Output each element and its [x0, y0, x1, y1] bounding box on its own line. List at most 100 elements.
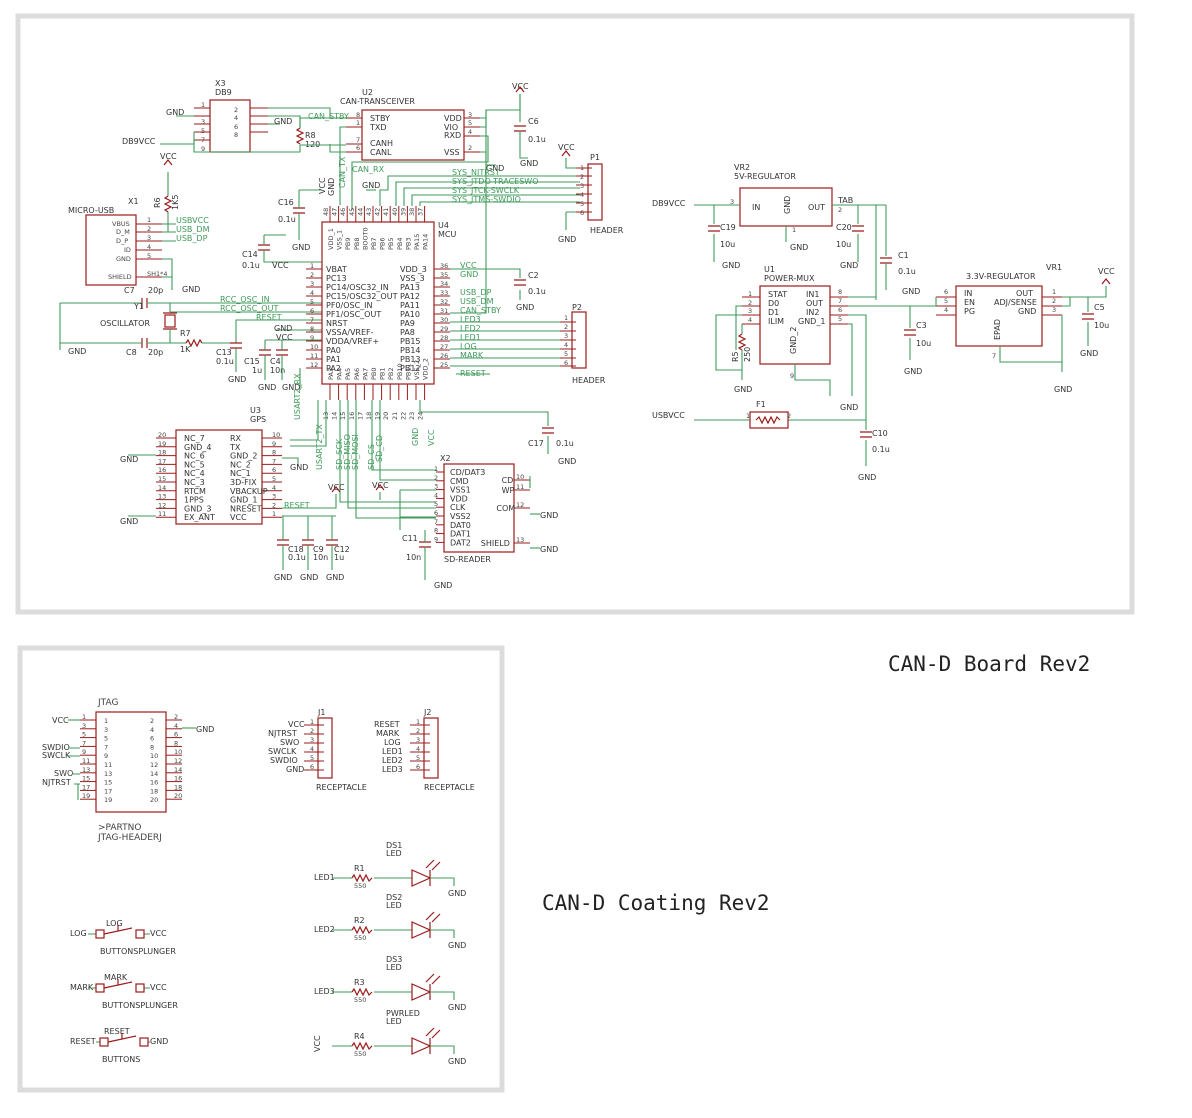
- u4-pin-number: 44: [356, 208, 364, 216]
- led-emission: [425, 911, 441, 923]
- svg-text:C14: C14: [242, 250, 258, 259]
- u4-pin-label: PA11: [400, 301, 420, 310]
- svg-text:LED3: LED3: [460, 315, 481, 324]
- c16-c14-caps: C16 0.1u GND C14 0.1u VCC: [242, 189, 322, 270]
- svg-text:NJTRST: NJTRST: [42, 778, 71, 787]
- u4-pin-number: 46: [339, 208, 347, 216]
- u3-pin-number: 18: [158, 449, 166, 457]
- jtag-pin-name: 17: [104, 787, 112, 795]
- svg-text:USB_DP: USB_DP: [460, 288, 492, 297]
- svg-text:7: 7: [992, 352, 996, 360]
- jtag-pin-number: 11: [82, 757, 90, 765]
- svg-text:GND: GND: [182, 285, 200, 294]
- u4-pin-label: PA0: [326, 346, 341, 355]
- svg-text:5: 5: [580, 200, 584, 208]
- svg-text:ILIM: ILIM: [768, 317, 784, 326]
- svg-text:C9: C9: [313, 545, 324, 554]
- led-value: LED: [386, 1017, 402, 1026]
- u4-pin-label: PB0: [370, 367, 378, 380]
- svg-text:GND: GND: [290, 463, 308, 472]
- u3-pin-label: NRESET: [230, 504, 262, 513]
- jtag-header: JTAG >PARTNO JTAG-HEADERJ: [95, 698, 167, 843]
- u3-pin-label: VBACKUP: [230, 487, 268, 496]
- led-gnd-wire: [430, 929, 455, 938]
- u4-pin-number: 35: [440, 271, 448, 279]
- u3-pin-label: NC_1: [230, 469, 251, 478]
- svg-text:GND: GND: [120, 517, 138, 526]
- svg-text:10n: 10n: [270, 366, 285, 375]
- svg-text:RESET: RESET: [256, 313, 282, 322]
- svg-text:GND: GND: [840, 261, 858, 270]
- svg-text:4: 4: [234, 114, 238, 122]
- u4-pin-number: 7: [310, 316, 314, 324]
- svg-text:F1: F1: [756, 400, 766, 409]
- svg-text:CANL: CANL: [370, 148, 392, 157]
- svg-text:GND: GND: [258, 383, 276, 392]
- led-value: LED: [386, 901, 402, 910]
- u4-pin-number: 29: [440, 325, 448, 333]
- svg-text:6: 6: [944, 288, 948, 296]
- u4-pin-label: PB7: [370, 237, 378, 250]
- svg-text:GND: GND: [902, 287, 920, 296]
- svg-text:3: 3: [564, 332, 568, 340]
- u3-pin-label: GND_1: [230, 496, 257, 505]
- u4-pin-label: PB1: [379, 367, 387, 380]
- x1-micro-usb: X1 MICRO-USB VBUS D_M D_P ID GND SHIELD …: [68, 197, 168, 286]
- svg-text:C15: C15: [244, 357, 260, 366]
- vr2-nets: DB9VCC C19 10u GND GND C20 10u GND C1 0.…: [652, 199, 920, 300]
- svg-text:C19: C19: [720, 223, 736, 232]
- u4-pin-label: PA3: [327, 368, 335, 380]
- svg-text:GPS: GPS: [250, 415, 266, 424]
- u4-pin-label: VSS_1: [336, 230, 344, 250]
- jtag-pin-name: 5: [104, 735, 108, 743]
- u4-pin-label: PA13: [400, 283, 420, 292]
- svg-text:GND: GND: [326, 573, 344, 582]
- x2-pin-label: VSS2: [450, 512, 471, 521]
- u4-pin-label: VDD_3: [400, 265, 427, 274]
- svg-text:GND: GND: [520, 159, 538, 168]
- x2-pin-label: CD: [502, 476, 514, 485]
- u4-pin-number: 10: [310, 343, 318, 351]
- u3-pin-number: 11: [158, 510, 166, 518]
- u3-pin-label: GND_3: [184, 504, 211, 513]
- svg-text:C12: C12: [334, 545, 350, 554]
- u4-pin-number: 48: [322, 208, 330, 216]
- svg-text:OUT: OUT: [1016, 289, 1033, 298]
- u4-pin-label: PA15: [413, 234, 421, 250]
- svg-text:1u: 1u: [334, 553, 344, 562]
- svg-text:GND: GND: [904, 367, 922, 376]
- u4-pin-number: 3: [310, 280, 314, 288]
- svg-text:GND: GND: [722, 261, 740, 270]
- vr1-nets: VCC C5 10u GND GND: [935, 267, 1115, 394]
- svg-text:6: 6: [564, 359, 568, 367]
- svg-text:8: 8: [838, 288, 842, 296]
- svg-text:VCC: VCC: [1098, 267, 1115, 276]
- svg-text:GND: GND: [840, 403, 858, 412]
- jtag-pin-name: 13: [104, 770, 112, 778]
- svg-text:10n: 10n: [313, 553, 328, 562]
- u4-pin-number: 12: [310, 361, 318, 369]
- svg-text:USBVCC: USBVCC: [176, 216, 209, 225]
- svg-text:0.1u: 0.1u: [528, 135, 546, 144]
- u4-pin-label: PA12: [400, 292, 420, 301]
- svg-text:STAT: STAT: [768, 290, 787, 299]
- jtag-pin-name: 11: [104, 761, 112, 769]
- u4-pin-number: 38: [408, 208, 416, 216]
- resistor-ref: R3: [354, 978, 365, 987]
- resistor-value: 550: [354, 882, 366, 890]
- svg-text:TXD: TXD: [369, 123, 387, 132]
- svg-text:NJTRST: NJTRST: [268, 729, 297, 738]
- svg-text:GND: GND: [1054, 385, 1072, 394]
- u4-pin-label: PA4: [336, 368, 344, 380]
- u3-pin-label: RX: [230, 434, 242, 443]
- svg-text:CAN_STBY: CAN_STBY: [308, 112, 349, 121]
- u4-pin-label: PB4: [396, 237, 404, 250]
- svg-text:5: 5: [838, 315, 842, 323]
- u4-pin-label: VDDA/VREF+: [326, 337, 379, 346]
- svg-text:GND: GND: [540, 545, 558, 554]
- u4-pin-number: 40: [391, 208, 399, 216]
- receptacle-pin-number: 1: [310, 718, 314, 726]
- x2-pin-number: 9: [434, 535, 438, 543]
- x2-left-pins: CD/DAT31CMD2VSS13VDD4CLK5VSS26DAT07DAT18…: [434, 465, 485, 547]
- svg-text:VCC: VCC: [272, 261, 289, 270]
